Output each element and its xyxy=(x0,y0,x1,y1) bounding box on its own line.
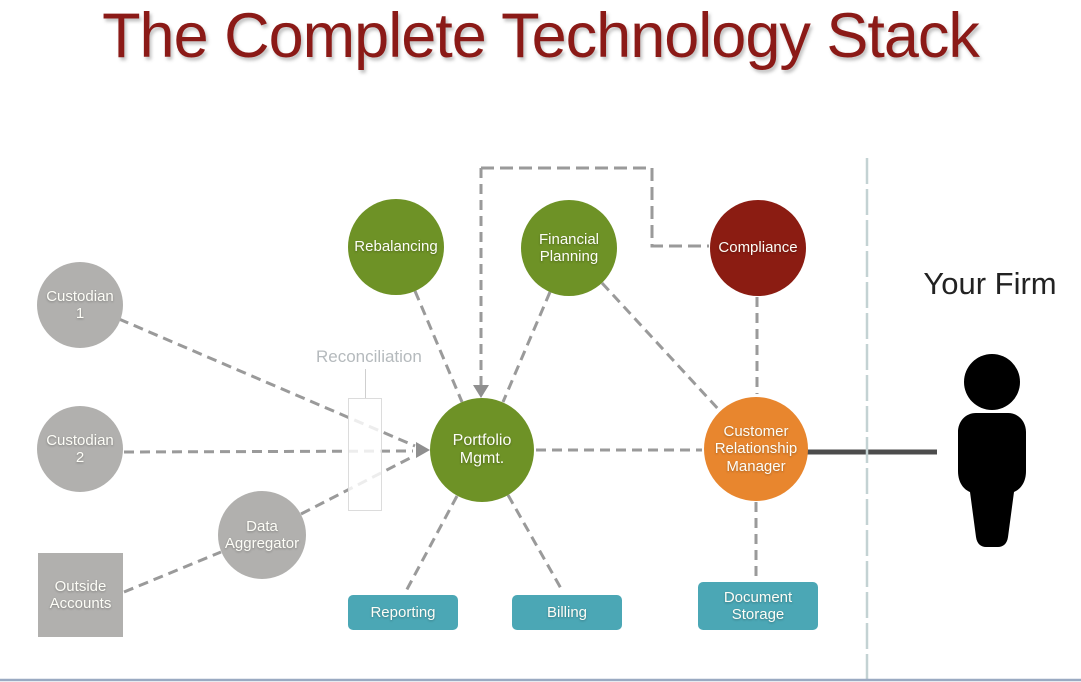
arrowhead-into-portfolio-left xyxy=(416,442,430,458)
node-data-aggregator: Data Aggregator xyxy=(218,491,306,579)
node-label: Portfolio Mgmt. xyxy=(452,431,512,467)
node-customer-relationship-manager: Customer Relationship Manager xyxy=(704,397,808,501)
node-label: Outside Accounts xyxy=(49,577,112,612)
node-label: Billing xyxy=(546,603,588,621)
page-title: The Complete Technology Stack xyxy=(102,1,980,71)
node-label: Custodian 2 xyxy=(46,431,114,466)
node-document-storage: Document Storage xyxy=(698,582,818,630)
node-label: Document Storage xyxy=(723,588,793,623)
edge-dataagg-portfolio xyxy=(300,454,415,516)
edge-finplan-portfolio xyxy=(501,291,552,403)
node-custodian-1: Custodian 1 xyxy=(37,262,123,348)
node-financial-planning: Financial Planning xyxy=(521,200,617,296)
edge-elbow-to-compliance xyxy=(481,166,709,248)
node-reporting: Reporting xyxy=(348,595,458,630)
node-label: Financial Planning xyxy=(538,230,600,265)
node-label: Custodian 1 xyxy=(46,287,114,322)
edge-portfolio-billing xyxy=(506,494,565,593)
reconciliation-label: Reconciliation xyxy=(316,347,422,366)
node-rebalancing: Rebalancing xyxy=(348,199,444,295)
node-outside-accounts: Outside Accounts xyxy=(38,553,123,637)
person-body xyxy=(958,413,1026,547)
edge-finplan-crm xyxy=(600,281,722,413)
edge-outside-dataagg xyxy=(123,550,222,594)
node-billing: Billing xyxy=(512,595,622,630)
node-label: Compliance xyxy=(718,239,798,257)
person-head xyxy=(964,354,1020,410)
edge-portfolio-reporting xyxy=(403,495,459,594)
node-label: Reporting xyxy=(370,603,436,621)
node-compliance: Compliance xyxy=(710,200,806,296)
arrowheads xyxy=(416,385,489,458)
reconciliation-connector-line xyxy=(365,369,366,399)
node-label: Data Aggregator xyxy=(224,517,300,552)
node-custodian-2: Custodian 2 xyxy=(37,406,123,492)
node-portfolio-mgmt: Portfolio Mgmt. xyxy=(430,398,534,502)
edge-custodian1-portfolio xyxy=(118,317,416,448)
your-firm-label: Your Firm xyxy=(923,266,1057,301)
node-label: Rebalancing xyxy=(354,238,438,256)
node-label: Customer Relationship Manager xyxy=(714,423,798,475)
reconciliation-box xyxy=(348,398,382,511)
person-silhouette-icon xyxy=(958,354,1026,547)
arrowhead-into-portfolio-top xyxy=(473,385,489,398)
edge-rebalancing-portfolio xyxy=(413,290,464,403)
